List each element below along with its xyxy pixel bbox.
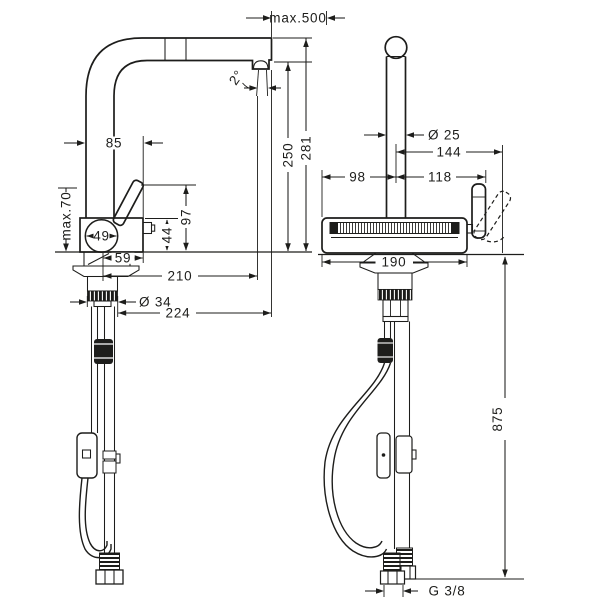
shank-thread-front — [377, 289, 413, 301]
handle-lever — [112, 179, 145, 227]
hose-weight — [94, 339, 113, 364]
side-view-dimensions: max.500 2° 85 max.70 49 44 97 59 210 Ø 3… — [58, 11, 345, 321]
dim-224-label: 224 — [166, 306, 191, 321]
strip-end-cap — [451, 222, 459, 234]
dim-85-label: 85 — [106, 136, 123, 151]
hose-thread-front — [383, 552, 401, 572]
dim-144-label: 144 — [437, 145, 462, 160]
flange-front — [359, 262, 429, 274]
dim-44-label: 44 — [160, 227, 175, 244]
shank-tail — [93, 300, 112, 308]
diverter-window — [81, 449, 92, 459]
shank-box — [382, 299, 409, 318]
dim-max-deck-label: max.70 — [59, 191, 74, 240]
shank-thread — [87, 290, 118, 302]
dim-190-label: 190 — [382, 255, 407, 270]
shank-front — [377, 272, 413, 291]
tube-sleeve-nub — [411, 449, 417, 460]
hose-weight-front — [377, 338, 393, 363]
mounting-flange — [72, 265, 140, 278]
lever-rotated-dashed — [473, 190, 512, 241]
lever-rotation-arc — [486, 236, 505, 243]
dim-max-pullout-label: max.500 — [269, 11, 326, 26]
dim-250-label: 250 — [281, 143, 296, 168]
side-view — [55, 37, 312, 585]
body-front — [321, 217, 468, 254]
dim-98-label: 98 — [349, 170, 366, 185]
dim-dia34-label: Ø 34 — [139, 295, 171, 310]
spout-bend-front — [384, 35, 408, 60]
diverter-dot — [381, 453, 386, 457]
diverter-box — [76, 432, 98, 479]
dim-49-label: 49 — [93, 229, 110, 244]
dim-118-label: 118 — [428, 170, 452, 185]
body-grip-strip — [329, 222, 460, 234]
front-view-dimensions: Ø 25 144 98 118 190 875 G 3/8 — [321, 128, 508, 599]
tube-sleeve — [395, 435, 413, 474]
select-button — [142, 221, 153, 235]
hose-nut-front — [379, 570, 406, 585]
hose-nut — [95, 569, 124, 585]
dim-281-label: 281 — [299, 136, 314, 161]
hose-loop-front-inner — [331, 362, 392, 549]
dim-210-label: 210 — [168, 269, 193, 284]
dim-dia25-label: Ø 25 — [428, 128, 460, 143]
hose-loop-front — [323, 362, 388, 558]
stem-detail — [87, 253, 110, 265]
tube-joint — [102, 460, 117, 474]
select-button-cap — [150, 224, 156, 232]
tube-joint — [102, 450, 117, 460]
aerator-dome — [252, 60, 269, 70]
dim-59-label: 59 — [115, 251, 132, 266]
shank — [86, 275, 119, 292]
lever-front — [471, 183, 487, 239]
hose-loop-inner — [84, 477, 108, 552]
dim-thread-label: G 3/8 — [428, 584, 465, 599]
strip-end-cap — [330, 222, 338, 234]
front-view — [318, 35, 524, 585]
tube-joint-nub — [115, 453, 121, 464]
spout-outline — [85, 37, 273, 218]
shank-collar — [382, 315, 409, 323]
dim-spray-angle-label: 2° — [226, 67, 247, 87]
dim-875-label: 875 — [490, 407, 505, 432]
dim-97-label: 97 — [179, 209, 194, 226]
hose-thread — [99, 552, 120, 571]
